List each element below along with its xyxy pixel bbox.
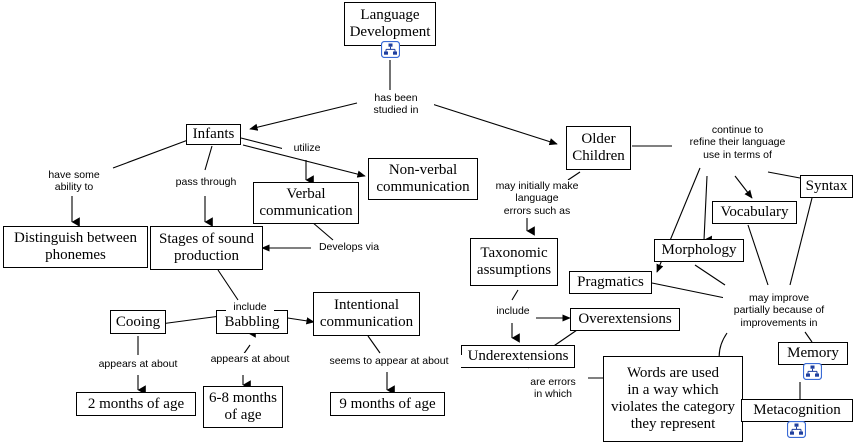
link-label-include-taxonomic: include bbox=[489, 305, 537, 318]
link-label-seems-to-appear-at-about: seems to appear at about bbox=[315, 355, 463, 368]
link-label-has-been-studied-in: has been studied in bbox=[358, 92, 434, 117]
node-cooing[interactable]: Cooing bbox=[110, 310, 166, 334]
node-distinguish-phonemes[interactable]: Distinguish between phonemes bbox=[3, 226, 148, 268]
node-language-development[interactable]: Language Development bbox=[344, 2, 436, 46]
link-label-appears-at-about-babbling: appears at about bbox=[196, 353, 304, 366]
concept-map-icon[interactable] bbox=[381, 41, 400, 58]
link-label-include-stages: include bbox=[226, 301, 274, 314]
node-morphology[interactable]: Morphology bbox=[654, 239, 744, 262]
node-non-verbal-communication[interactable]: Non-verbal communication bbox=[368, 158, 478, 200]
node-six-eight-months[interactable]: 6-8 months of age bbox=[203, 386, 283, 428]
link-label-may-initially-make: may initially make language errors such … bbox=[480, 180, 594, 218]
node-verbal-communication[interactable]: Verbal communication bbox=[253, 182, 359, 224]
link-label-develops-via: Develops via bbox=[312, 241, 386, 254]
link-label-are-errors-in-which: are errors in which bbox=[518, 376, 588, 401]
concept-map-icon[interactable] bbox=[803, 363, 822, 380]
node-infants[interactable]: Infants bbox=[186, 124, 241, 145]
node-memory[interactable]: Memory bbox=[778, 342, 848, 365]
node-nine-months[interactable]: 9 months of age bbox=[330, 392, 445, 416]
node-words-are-used[interactable]: Words are used in a way which violates t… bbox=[603, 356, 743, 442]
node-pragmatics[interactable]: Pragmatics bbox=[569, 271, 652, 294]
node-older-children[interactable]: Older Children bbox=[566, 126, 631, 170]
node-stages-of-sound-production[interactable]: Stages of sound production bbox=[150, 226, 263, 270]
node-overextensions[interactable]: Overextensions bbox=[570, 308, 680, 331]
node-metacognition[interactable]: Metacognition bbox=[741, 399, 853, 422]
node-vocabulary[interactable]: Vocabulary bbox=[712, 201, 797, 224]
link-label-may-improve: may improve partially because of improve… bbox=[723, 292, 835, 330]
node-underextensions[interactable]: Underextensions bbox=[461, 345, 575, 368]
concept-map-icon[interactable] bbox=[787, 421, 806, 438]
link-label-appears-at-about-cooing: appears at about bbox=[84, 358, 192, 371]
node-intentional-communication[interactable]: Intentional communication bbox=[313, 292, 420, 336]
link-label-utilize: utilize bbox=[282, 142, 332, 155]
link-label-continue-to-refine: continue to refine their language use in… bbox=[675, 124, 800, 162]
link-label-pass-through: pass through bbox=[167, 176, 245, 189]
node-taxonomic-assumptions[interactable]: Taxonomic assumptions bbox=[470, 238, 558, 286]
node-babbling[interactable]: Babbling bbox=[216, 310, 288, 334]
link-label-have-some-ability-to: have some ability to bbox=[36, 169, 112, 194]
node-syntax[interactable]: Syntax bbox=[800, 175, 853, 198]
node-two-months[interactable]: 2 months of age bbox=[76, 392, 196, 416]
